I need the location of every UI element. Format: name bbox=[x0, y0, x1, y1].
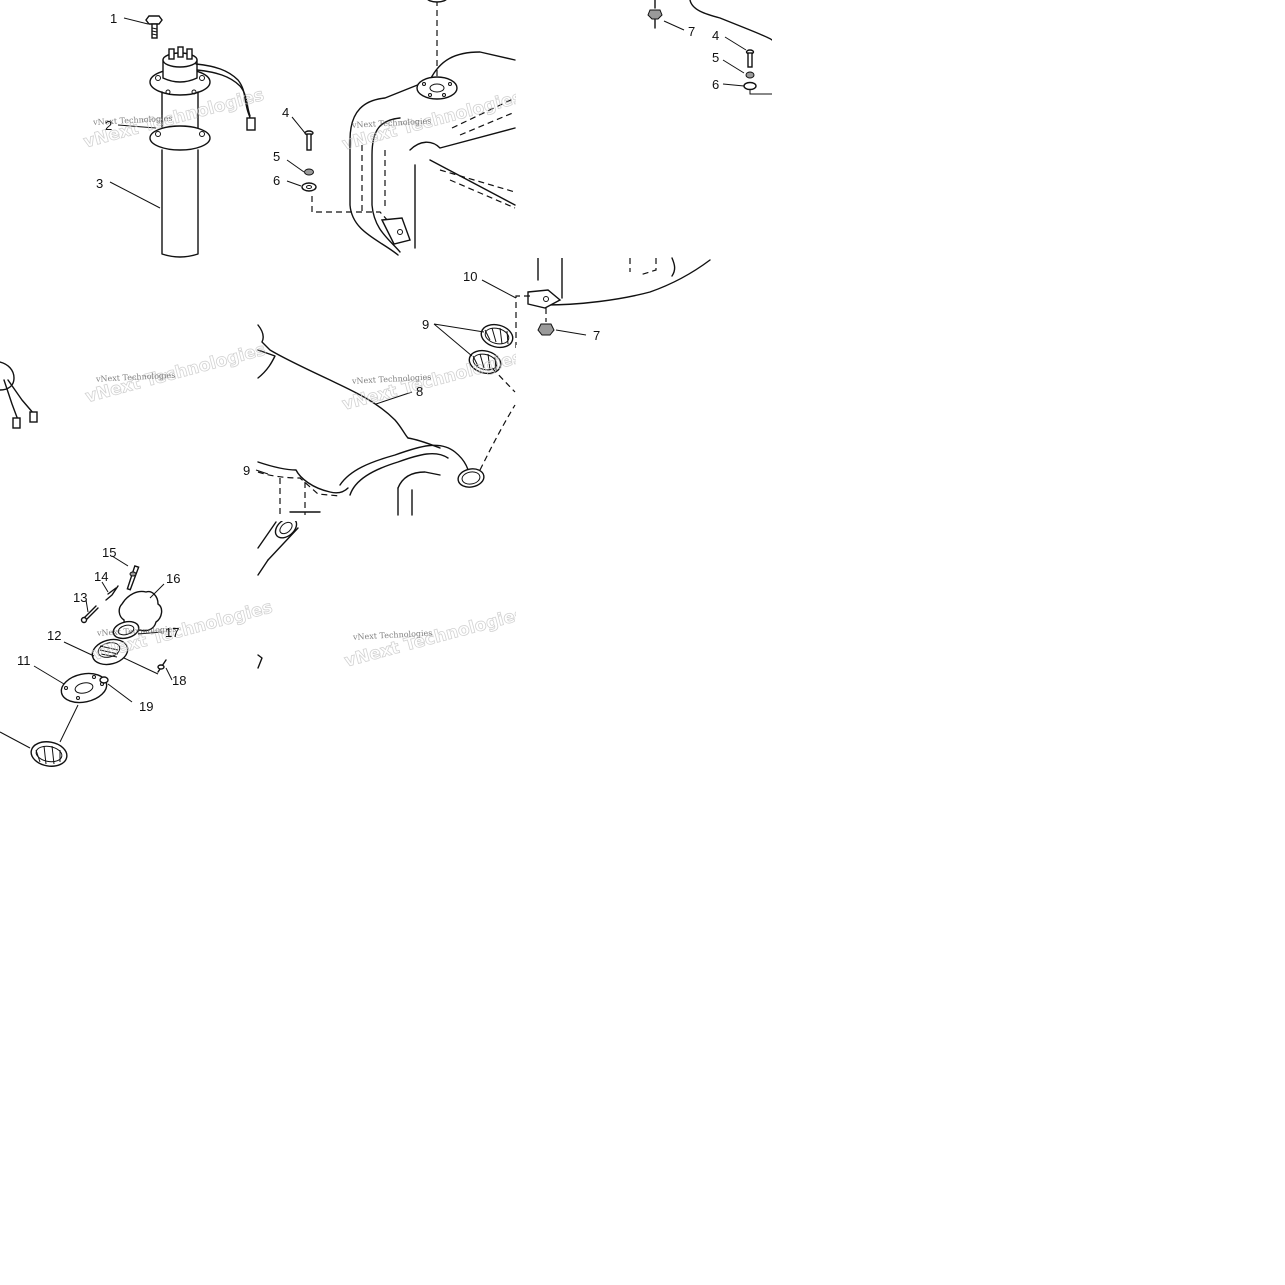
callout-4: 4 bbox=[282, 105, 289, 120]
callout-19: 19 bbox=[139, 699, 153, 714]
hose-clamps-part-9 bbox=[468, 323, 514, 375]
callout-6: 6 bbox=[712, 77, 719, 92]
callout-9: 9 bbox=[243, 463, 250, 478]
callout-13: 13 bbox=[73, 590, 87, 605]
watermark-text: vNext Technologies bbox=[351, 373, 432, 386]
callout-18: 18 bbox=[172, 673, 186, 688]
callout-5: 5 bbox=[712, 50, 719, 65]
watermark-text: vNext Technologies bbox=[95, 371, 176, 384]
callout-7: 7 bbox=[688, 24, 695, 39]
leader-lines bbox=[33, 17, 747, 703]
screw-part-1 bbox=[145, 15, 163, 39]
fuel-sender-assembly bbox=[145, 15, 256, 258]
watermark-text: vNext Technologies bbox=[351, 117, 432, 130]
watermark-text: vNext Technologies bbox=[96, 625, 177, 638]
callout-8: 8 bbox=[416, 384, 423, 399]
upper-fuel-tank bbox=[349, 0, 516, 256]
mounting-ring-part-11 bbox=[60, 672, 108, 704]
callout-17: 17 bbox=[165, 625, 179, 640]
callout-9: 9 bbox=[422, 317, 429, 332]
callout-15: 15 bbox=[102, 545, 116, 560]
sender-lower-flange bbox=[149, 125, 211, 151]
watermark-text: vNext Technologies bbox=[352, 629, 433, 642]
callout-5: 5 bbox=[273, 149, 280, 164]
fuel-cap-assembly bbox=[0, 565, 167, 767]
middle-tank-section bbox=[515, 257, 711, 352]
callout-6: 6 bbox=[273, 173, 280, 188]
tank-filler-flange bbox=[416, 76, 458, 100]
sender-tube-part-3 bbox=[161, 149, 199, 258]
callout-7: 7 bbox=[593, 328, 600, 343]
mount-hardware-right bbox=[647, 0, 773, 95]
callout-3: 3 bbox=[96, 176, 103, 191]
callout-14: 14 bbox=[94, 569, 108, 584]
callout-10: 10 bbox=[463, 269, 477, 284]
callout-1: 1 bbox=[110, 11, 117, 26]
watermark-text: vNext Technologies bbox=[92, 114, 173, 127]
mount-hardware-left bbox=[301, 130, 399, 233]
callout-2: 2 bbox=[105, 118, 112, 133]
callout-labels: 1 2 3 4 5 6 7 4 5 6 10 9 7 8 9 15 14 16 … bbox=[17, 11, 719, 714]
wiring-harness-partial bbox=[0, 361, 38, 429]
callout-12: 12 bbox=[47, 628, 61, 643]
callout-11: 11 bbox=[17, 653, 31, 668]
callout-16: 16 bbox=[166, 571, 180, 586]
callout-4: 4 bbox=[712, 28, 719, 43]
